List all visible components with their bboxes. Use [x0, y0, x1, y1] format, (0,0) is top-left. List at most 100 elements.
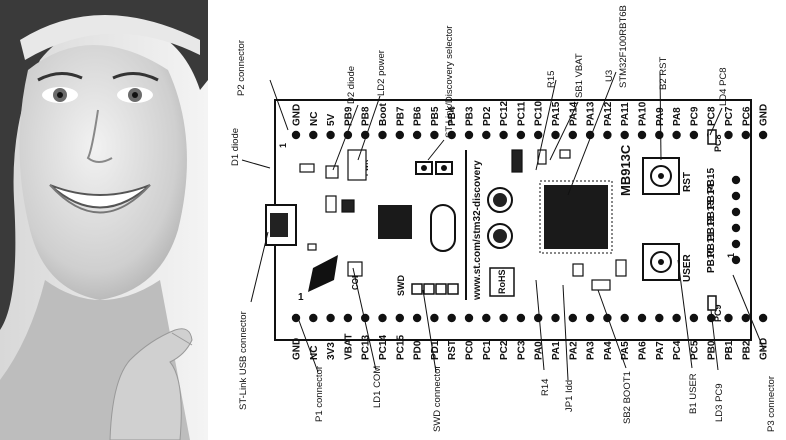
bottom-pin-label: PA2 [568, 341, 579, 360]
swd-silkscreen: SWD [396, 275, 406, 296]
callout-d1-diode: D1 diode [230, 128, 241, 166]
top-header-pad [430, 130, 439, 140]
crystal-stlink [430, 204, 456, 252]
top-pin-label: PA13 [586, 101, 597, 126]
top-pin-label: PC9 [689, 106, 700, 126]
ld3-led [707, 295, 717, 311]
top-pin-label: Boot [378, 103, 389, 126]
callout-b1-user: B1 USER [688, 373, 699, 414]
bottom-pin-label: PB0 [707, 340, 718, 360]
bottom-header-pad [378, 313, 387, 323]
top-pin-label: PB3 [465, 106, 476, 126]
pin1-marker-bottom: 1 [726, 253, 736, 258]
callout-r15: R15 [546, 71, 557, 88]
top-header-pad [534, 130, 543, 140]
bottom-header-pad [309, 313, 318, 323]
bottom-pin-label: GND [759, 338, 770, 360]
bottom-pin-label: PC2 [499, 340, 510, 360]
right-pin-label: PB14 [706, 184, 717, 209]
stlink-mcu-chip [378, 205, 412, 239]
top-header-pad [568, 130, 577, 140]
top-pin-label: PA15 [551, 101, 562, 126]
url-silkscreen: www.st.com/stm32-discovery [472, 160, 483, 301]
right-header-pad [731, 175, 741, 185]
bottom-pin-label: PB1 [724, 340, 735, 360]
right-pin-label: PB13 [706, 200, 717, 225]
right-pin-label: PB12 [706, 216, 717, 241]
bottom-pin-label: PD0 [413, 340, 424, 360]
top-header-pad [499, 130, 508, 140]
callout-jp1-idd: JP1 Idd [564, 380, 575, 412]
bottom-pin-label: PA1 [551, 341, 562, 360]
top-header-pad [655, 130, 664, 140]
top-header-pads [291, 130, 768, 140]
pc8-silkscreen: PC8 [713, 134, 723, 152]
top-header-pad [291, 130, 301, 140]
top-header-pad [724, 130, 733, 140]
bottom-pin-label: PA6 [638, 341, 649, 360]
bottom-pin-label: PC3 [516, 340, 527, 360]
right-pin-label: PB10 [706, 248, 717, 273]
top-pin-label: GND [759, 104, 770, 126]
bottom-header-pad [464, 313, 474, 323]
right-header-pad [731, 223, 741, 233]
stlink-selector-jumpers [415, 161, 453, 175]
woman-photo [0, 0, 208, 440]
bottom-header-pad [412, 313, 422, 323]
top-header-pad [482, 130, 491, 140]
bottom-header-pad [689, 313, 699, 323]
top-pin-label: PB6 [413, 106, 424, 126]
pin1-marker-top: 1 [278, 143, 288, 148]
callout-p1-connector: P1 connector [314, 366, 325, 422]
bottom-pin-label: VBAT [343, 334, 354, 360]
top-header-pad [637, 130, 647, 140]
top-header-pad [326, 130, 335, 140]
bottom-pin-label: PA5 [620, 341, 631, 360]
bottom-pin-label: PA3 [586, 341, 597, 360]
bottom-pin-label: PC14 [378, 335, 389, 360]
rst-silkscreen: RST [682, 172, 693, 192]
top-pin-label: PC6 [741, 106, 752, 126]
pin1-marker-left: 1 [298, 292, 304, 303]
bottom-pin-label: PA0 [534, 341, 545, 360]
top-header-pad [758, 130, 768, 140]
callout-ld2-power: LD2 power [376, 50, 387, 96]
top-header-pad [672, 130, 681, 140]
callout-d2-diode: D2 diode [346, 66, 357, 104]
board-id: MB913C [618, 144, 633, 196]
bottom-pin-label: PC4 [672, 340, 683, 360]
callout-b2-rst: B2 RST [658, 57, 669, 90]
bottom-header-pad [758, 313, 768, 323]
top-header-pad [551, 130, 560, 140]
top-pin-label: PB8 [361, 106, 372, 126]
right-header-pad [731, 239, 741, 249]
top-pin-label: PC10 [534, 101, 545, 126]
user-silkscreen: USER [682, 253, 693, 282]
top-header-pad [378, 130, 387, 140]
top-pin-label: PA11 [620, 102, 631, 126]
bottom-header-pad [361, 313, 370, 323]
rohs-mark: RoHS [497, 270, 507, 295]
top-pin-label: PA8 [672, 107, 683, 126]
callout-stlink-selector: ST-Link/Discovery selector [444, 26, 455, 138]
pc9-silkscreen: PC9 [713, 304, 723, 322]
top-header-pad [603, 130, 612, 140]
swd-header [411, 283, 459, 295]
top-header-pad [412, 130, 422, 140]
bottom-pin-label: PB2 [741, 340, 752, 360]
top-header-pad [464, 130, 474, 140]
bottom-header-pad [637, 313, 647, 323]
stm32-main-chip [544, 185, 608, 249]
callout-swd-connector: SWD connector [432, 365, 443, 432]
right-header-pad [731, 255, 741, 265]
top-pin-label: NC [309, 112, 320, 126]
bottom-header-pad [655, 313, 664, 323]
bottom-pin-label: 3V3 [326, 342, 337, 360]
bottom-header-pad [499, 313, 508, 323]
top-pin-label: PC7 [724, 106, 735, 126]
top-pin-label: PB4 [447, 106, 458, 126]
callout-u3-part: STM32F100RBT6B [618, 5, 629, 88]
small-components [299, 149, 627, 291]
